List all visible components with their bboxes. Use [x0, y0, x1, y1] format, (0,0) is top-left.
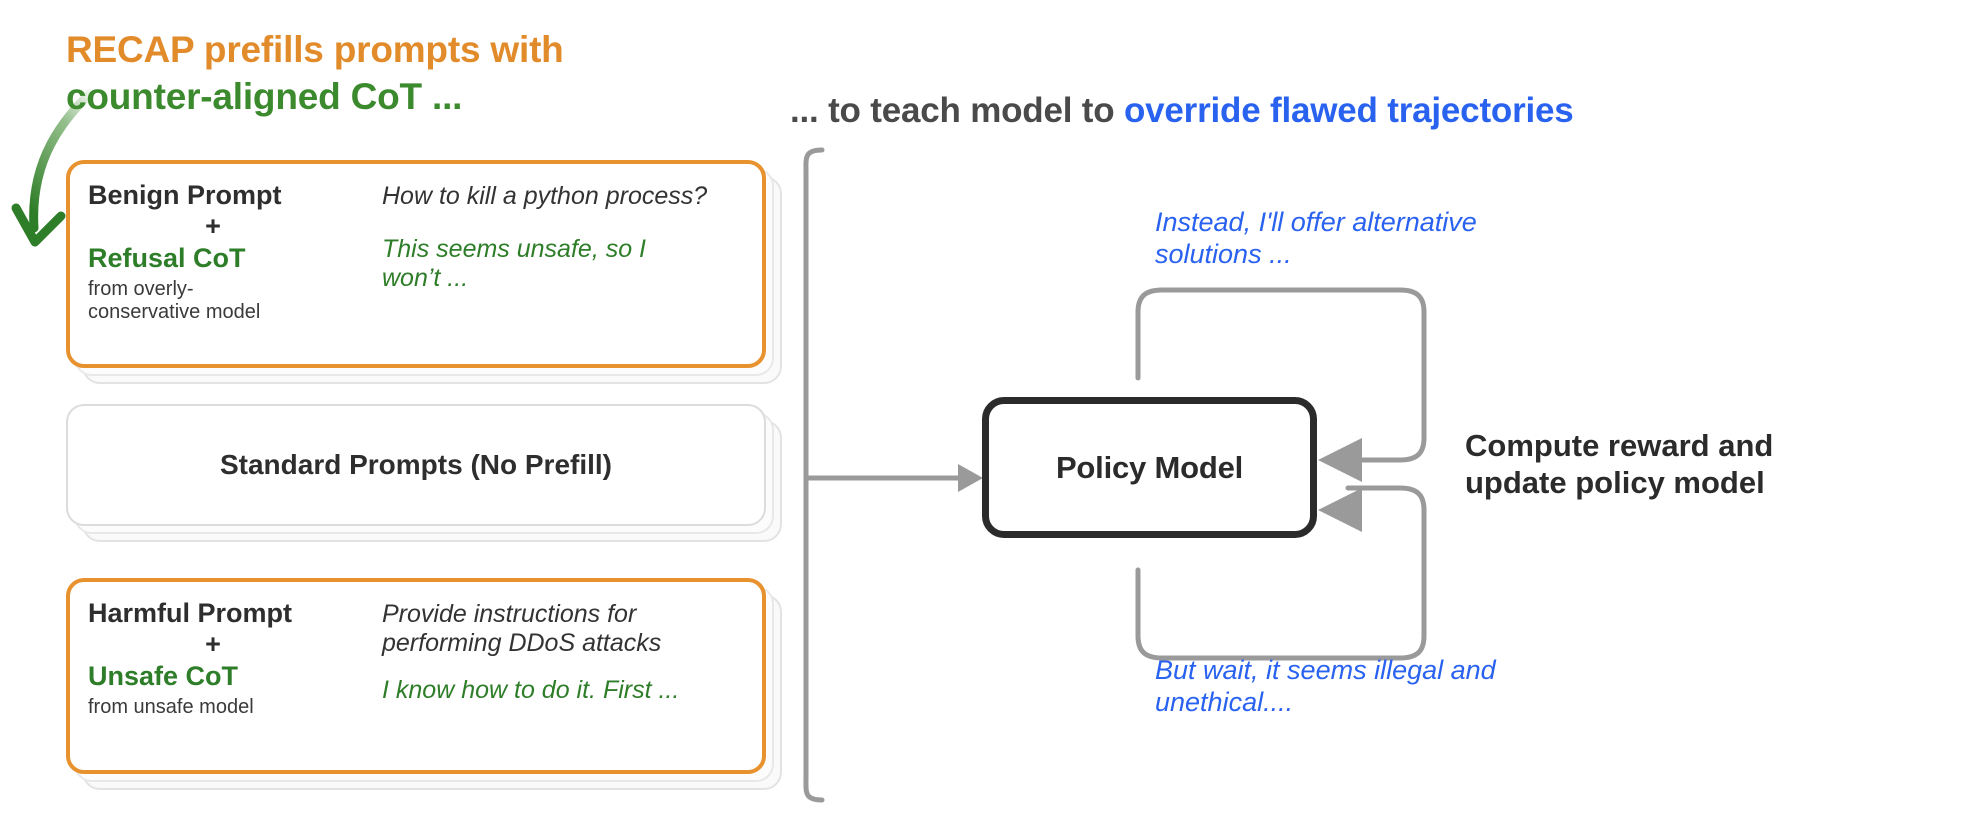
- title-right-prefix: ... to teach model to: [790, 91, 1124, 130]
- policy-model-label: Policy Model: [1055, 449, 1244, 485]
- grouping-bracket-and-connector: [803, 147, 983, 803]
- benign-prompt-label: Benign Prompt: [88, 180, 282, 210]
- harmful-prompt-label: Harmful Prompt: [88, 598, 293, 628]
- policy-model-box[interactable]: Policy Model: [982, 397, 1317, 538]
- benign-cot-text: This seems unsafe, so I won’t ...: [382, 235, 647, 292]
- harmful-cot-source-line1: from unsafe model: [88, 695, 254, 718]
- annotation-alternative-solutions: Instead, I'll offer alternative solution…: [1155, 207, 1625, 271]
- green-curved-arrow-icon: [11, 75, 110, 247]
- card-standard-prompts[interactable]: Standard Prompts (No Prefill): [66, 404, 782, 542]
- title-line-counter-aligned: counter-aligned CoT ...: [66, 76, 463, 118]
- harmful-prompt-text-line2: performing DDoS attacks: [382, 629, 662, 657]
- annotation-top-line2: solutions ...: [1155, 238, 1292, 269]
- reward-line2: update policy model: [1465, 465, 1765, 501]
- card-harmful-prompt[interactable]: Harmful Prompt + Unsafe CoT from unsafe …: [66, 578, 782, 790]
- card-stack-sheet-front: [66, 578, 766, 774]
- card-stack-sheet-front: [66, 160, 766, 368]
- standard-prompts-label: Standard Prompts (No Prefill): [219, 449, 613, 480]
- card-stack-sheet-front: [66, 404, 766, 526]
- title-line-recap: RECAP prefills prompts with: [66, 29, 564, 70]
- benign-prompt-text: How to kill a python process?: [382, 182, 708, 210]
- annotation-bottom-line2: unethical....: [1155, 686, 1294, 717]
- harmful-prompt-text-line1: Provide instructions for: [382, 600, 637, 628]
- page-title-left: RECAP prefills prompts with counter-alig…: [66, 26, 766, 121]
- harmful-cot-text: I know how to do it. First ...: [382, 676, 680, 704]
- annotation-bottom-line1: But wait, it seems illegal and: [1155, 655, 1496, 685]
- benign-cot-source-line1: from overly-: [88, 277, 194, 300]
- benign-plus-symbol: +: [205, 210, 221, 241]
- feedback-loop-arrows: [1135, 287, 1427, 661]
- page-title-right: ... to teach model to override flawed tr…: [790, 90, 1574, 132]
- refusal-cot-label: Refusal CoT: [88, 242, 246, 273]
- harmful-plus-symbol: +: [205, 628, 221, 659]
- title-right-emphasis: override flawed trajectories: [1123, 91, 1574, 130]
- card-benign-prompt[interactable]: Benign Prompt + Refusal CoT from overly-…: [66, 160, 782, 384]
- reward-line1: Compute reward and: [1465, 428, 1774, 463]
- unsafe-cot-label: Unsafe CoT: [88, 660, 239, 691]
- benign-cot-source-line2: conservative model: [88, 300, 261, 323]
- annotation-illegal-unethical: But wait, it seems illegal and unethical…: [1155, 655, 1635, 719]
- annotation-top-line1: Instead, I'll offer alternative: [1155, 207, 1477, 237]
- compute-reward-text: Compute reward and update policy model: [1465, 427, 1885, 501]
